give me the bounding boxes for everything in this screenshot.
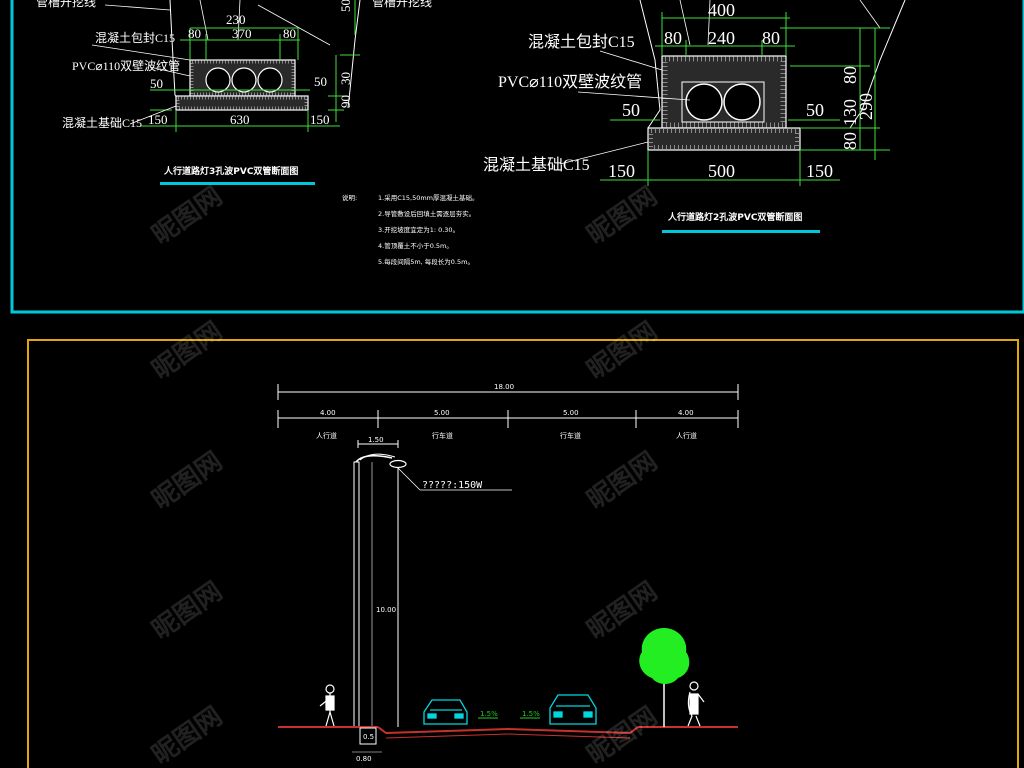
label-encase-3hole: 混凝土包封C15: [95, 30, 175, 45]
dim2-base-right: 150: [806, 161, 833, 181]
note-3: 3.开挖坡度宜定为1: 0.30。: [378, 225, 459, 234]
section-3hole: 230 80 370 80 150 630 150 50 50 90 30 50…: [36, 0, 432, 185]
excavation-line-right-2: [849, 0, 906, 129]
notes-heading: 说明:: [342, 193, 357, 202]
light-pole: [353, 461, 360, 728]
dim2-mid: 240: [708, 28, 735, 48]
dim2-side-right: 50: [806, 100, 824, 120]
seg3-name: 行车道: [560, 431, 581, 440]
note-1: 1.采用C15,50mm厚混凝土基础。: [378, 193, 479, 202]
label-excavation-left: 管槽开挖线: [36, 0, 96, 9]
dim2-base-mid: 500: [708, 161, 735, 181]
watermark: 昵图网: [147, 701, 228, 768]
road-carriageway: [377, 726, 639, 735]
pedestrian-icon: [687, 681, 705, 727]
dim2-total-w: 400: [708, 0, 735, 20]
dim-total-w: 230: [226, 12, 246, 27]
seg1-name: 人行道: [316, 431, 337, 440]
arm-length: 1.50: [368, 436, 384, 444]
label-base-2hole: 混凝土基础C15: [483, 156, 590, 174]
dim-base-mid: 630: [230, 112, 250, 127]
dim2-base-left: 150: [608, 161, 635, 181]
label-encase-2hole: 混凝土包封C15: [528, 33, 635, 51]
seg3-width: 5.00: [563, 409, 579, 417]
dim-side-left: 50: [150, 76, 163, 91]
pole-footing: [359, 727, 377, 745]
excavation-line-left-2: [639, 0, 661, 129]
watermark: 昵图网: [147, 446, 228, 515]
pole-height: 10.00: [376, 606, 396, 614]
pipe-circle: [231, 67, 257, 93]
dim-v3: 50: [338, 0, 353, 12]
tree-icon: [639, 628, 690, 727]
bottom-frame: [27, 339, 1019, 768]
street-section: 18.00 4.00 5.00 5.00 4.00 人行道 行车道 行车道 人行…: [277, 383, 739, 763]
seg1-width: 4.00: [320, 409, 336, 417]
slope-right: 1.5%: [522, 710, 540, 718]
title-2hole: 人行道路灯2孔波PVC双管断面图: [667, 211, 802, 223]
dim2-right: 80: [762, 28, 780, 48]
pipe-circle: [685, 83, 723, 121]
note-4: 4.管顶覆土不小于0.5m。: [378, 241, 453, 250]
label-pipe-2hole: PVC⌀110双壁波纹管: [498, 72, 642, 91]
note-5: 5.每段间隔5m, 每段长为0.5m。: [378, 257, 474, 266]
street-total-width: 18.00: [494, 383, 514, 391]
top-frame: [10, 0, 1024, 314]
dim-base-left: 150: [148, 112, 168, 127]
watermark: 昵图网: [147, 576, 228, 645]
car-icon: [549, 694, 597, 725]
watermark: 昵图网: [582, 701, 663, 768]
footing-width: 0.80: [356, 755, 372, 763]
light-arm: [355, 455, 393, 463]
dim2-v3: 290: [856, 93, 876, 120]
dim-left: 80: [188, 26, 201, 41]
dim2-v2: 130: [840, 99, 860, 126]
lamp-spec: ?????:150W: [422, 480, 483, 491]
pedestrian-icon: [319, 684, 335, 727]
notes-block: 说明: 1.采用C15,50mm厚混凝土基础。 2.导管敷设后回填土需逐层夯实。…: [342, 193, 479, 266]
seg4-name: 人行道: [676, 431, 697, 440]
dim2-left: 80: [664, 28, 682, 48]
label-pipe-3hole: PVC⌀110双壁波纹管: [72, 58, 180, 73]
label-excavation-right: 管槽开挖线: [372, 0, 432, 9]
watermark: 昵图网: [582, 446, 663, 515]
note-2: 2.导管敷设后回填土需逐层夯实。: [378, 209, 475, 218]
dim-side: 50: [314, 74, 327, 89]
encasement-2hole: [661, 55, 787, 129]
dim2-side-left: 50: [622, 100, 640, 120]
dim-mid: 370: [232, 26, 252, 41]
watermark: 昵图网: [147, 181, 228, 250]
section-2hole: 400 80 240 80 50 50 150 500 150 80 130 2…: [483, 0, 906, 233]
dim-v1: 90: [338, 95, 353, 108]
excavation-line-left: [169, 0, 179, 101]
dim2-v1: 80: [840, 66, 860, 84]
excavation-line-right: [347, 0, 361, 109]
watermark: 昵图网: [582, 316, 663, 385]
base-2hole: [647, 127, 801, 151]
title-3hole: 人行道路灯3孔波PVC双管断面图: [163, 165, 298, 177]
footing-depth: 0.5: [363, 733, 374, 741]
pipe-circle: [257, 67, 283, 93]
seg2-width: 5.00: [434, 409, 450, 417]
watermark: 昵图网: [147, 316, 228, 385]
dim-base-right: 150: [310, 112, 330, 127]
label-base-3hole: 混凝土基础C15: [62, 115, 142, 130]
dim-right: 80: [283, 26, 296, 41]
seg2-name: 行车道: [432, 431, 453, 440]
dim-v2: 30: [338, 72, 353, 85]
watermark: 昵图网: [582, 181, 663, 250]
dim2-v4: 80: [840, 132, 860, 150]
seg4-width: 4.00: [678, 409, 694, 417]
pipe-circle: [205, 67, 231, 93]
car-icon: [423, 699, 468, 725]
slope-left: 1.5%: [480, 710, 498, 718]
pipe-circle: [723, 83, 761, 121]
lamp-head-icon: [389, 459, 407, 469]
